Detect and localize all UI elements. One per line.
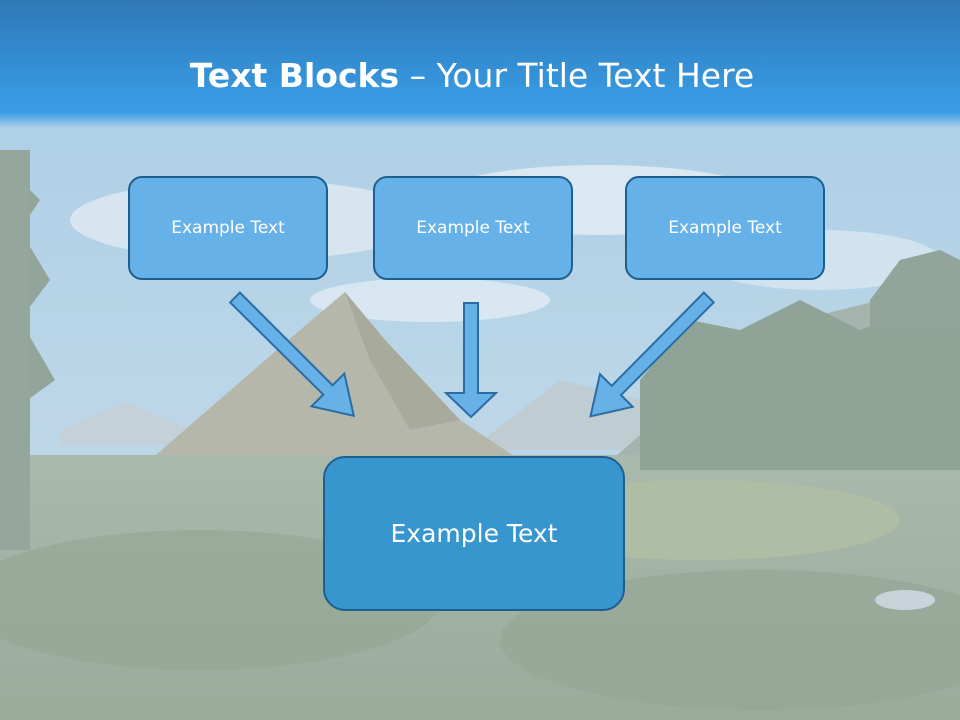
text-block-label: Example Text bbox=[171, 218, 285, 238]
arrow-right-icon bbox=[589, 291, 716, 418]
text-block-top-left[interactable]: Example Text bbox=[128, 176, 328, 280]
text-block-top-right[interactable]: Example Text bbox=[625, 176, 825, 280]
slide-title-bold: Text Blocks bbox=[189, 56, 400, 95]
title-bar bbox=[0, 0, 960, 128]
text-block-label: Example Text bbox=[416, 218, 530, 238]
slide-title-dash: – bbox=[399, 56, 437, 95]
text-block-label: Example Text bbox=[390, 519, 558, 548]
slide-title-rest: Your Title Text Here bbox=[436, 56, 755, 95]
slide-title: Text Blocks – Your Title Text Here bbox=[0, 52, 944, 100]
text-block-bottom[interactable]: Example Text bbox=[323, 456, 625, 611]
arrow-down-icon bbox=[443, 302, 499, 419]
text-block-top-center[interactable]: Example Text bbox=[373, 176, 573, 280]
arrow-left-icon bbox=[228, 291, 356, 418]
text-block-label: Example Text bbox=[668, 218, 782, 238]
